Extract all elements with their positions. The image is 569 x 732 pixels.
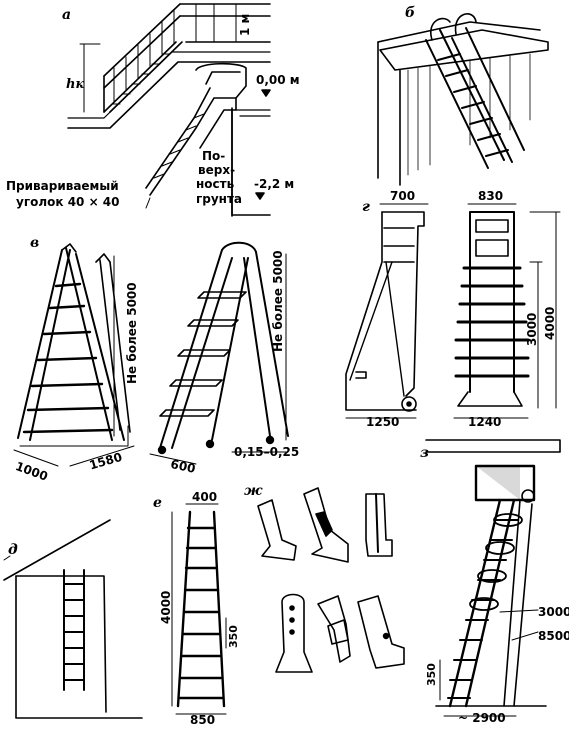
- panel-g-drawing: [345, 203, 561, 419]
- v-max-left: Не более 5000: [125, 282, 139, 384]
- a-surface-l4: грунта: [196, 192, 243, 206]
- panel-e-drawing: [171, 503, 227, 715]
- z-dim-3000: 3000: [538, 605, 569, 619]
- a-minus-level: -2,2 м: [254, 177, 295, 191]
- panel-b-drawing: [377, 13, 549, 186]
- panel-label-z: з: [420, 445, 429, 461]
- g-dim-1250: 1250: [366, 415, 400, 429]
- g-dim-3000: 3000: [525, 312, 539, 346]
- a-surface-l1: По-: [202, 149, 226, 163]
- g-dim-4000: 4000: [543, 306, 557, 340]
- z-dim-8500: 8500: [538, 629, 569, 643]
- panel-a-drawing: [67, 3, 271, 217]
- a-weld-line1: Привариваемый: [6, 179, 119, 193]
- panel-label-v: в: [30, 235, 40, 251]
- e-dim-350: 350: [227, 625, 240, 648]
- v-dim-gap: 0,15–0,25: [234, 445, 300, 459]
- panel-label-g: г: [362, 199, 370, 215]
- v-max-right: Не более 5000: [271, 250, 285, 352]
- g-dim-1240: 1240: [468, 415, 502, 429]
- a-zero-level: 0,00 м: [256, 73, 300, 87]
- e-dim-850: 850: [190, 713, 216, 727]
- panel-label-b: б: [405, 5, 416, 21]
- a-h-label: hк: [66, 77, 85, 92]
- panel-z-drawing: [425, 439, 561, 717]
- panel-zh-drawing: [257, 487, 405, 673]
- z-dim-350: 350: [425, 663, 438, 686]
- panel-label-zh: ж: [244, 483, 263, 499]
- a-height-mark: 1 м: [238, 13, 252, 36]
- a-weld-line2: уголок 40 × 40: [16, 195, 120, 209]
- g-dim-830: 830: [478, 189, 504, 203]
- panel-label-d: д: [8, 542, 18, 558]
- a-surface-l3: ность: [196, 177, 235, 191]
- panel-d-drawing: [3, 519, 143, 719]
- g-dim-700: 700: [390, 189, 416, 203]
- panel-label-e: е: [153, 495, 162, 511]
- a-surface-l2: верх-: [198, 163, 236, 177]
- panel-v-drawing: [13, 241, 289, 467]
- e-dim-4000: 4000: [159, 590, 173, 624]
- panel-label-a: а: [62, 7, 72, 23]
- e-dim-400: 400: [192, 490, 218, 504]
- z-dim-2900: ~ 2900: [458, 711, 506, 725]
